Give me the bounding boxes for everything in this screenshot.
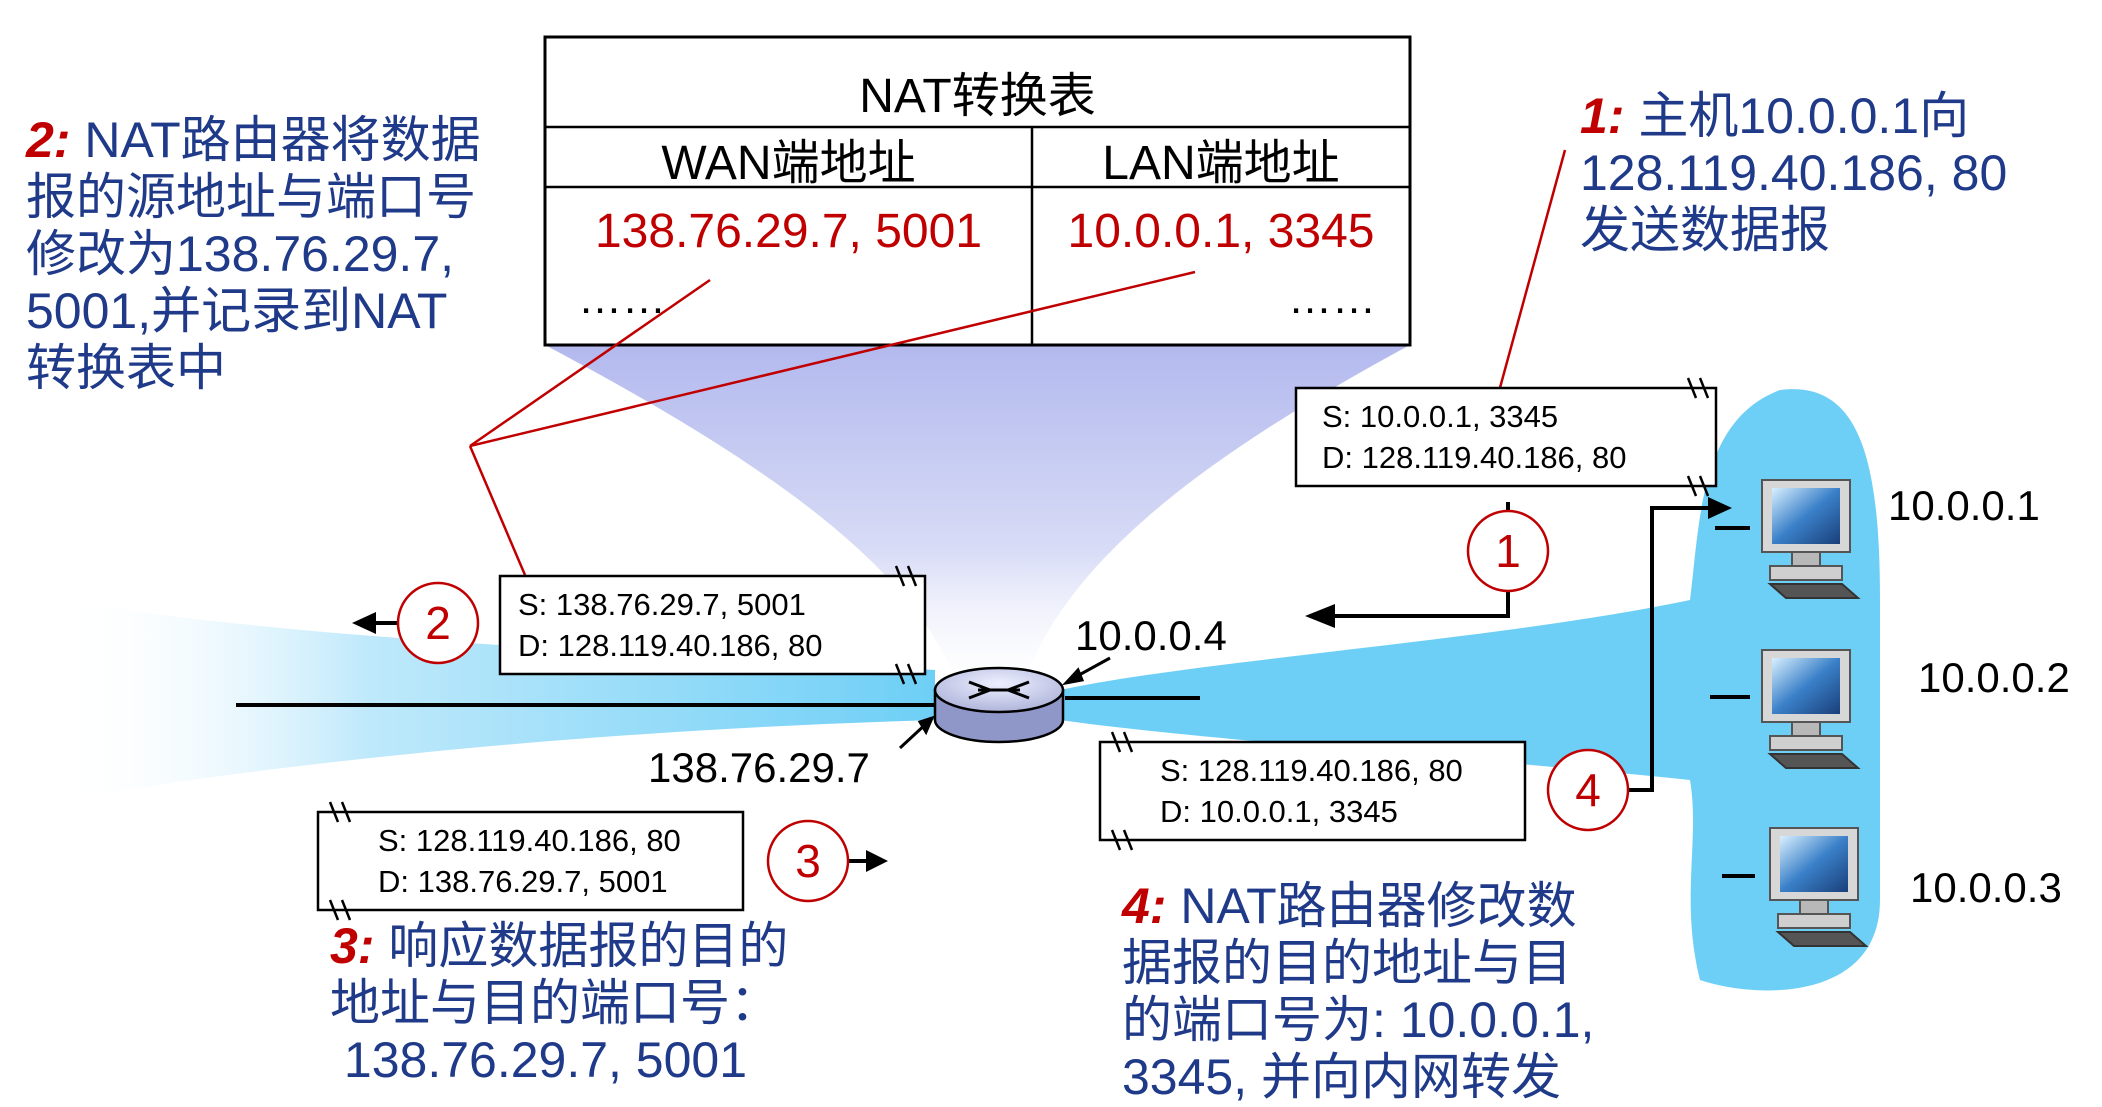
annotation-1-number: 1: bbox=[1580, 88, 1625, 144]
packet-box-1 bbox=[1294, 377, 1718, 497]
annotation-2-leaders bbox=[468, 270, 1196, 576]
annotation-4-line-3: 的端口号为: 10.0.0.1, bbox=[1122, 992, 1595, 1048]
router-icon bbox=[933, 666, 1065, 744]
annotation-4-line-1: NAT路由器修改数 bbox=[1180, 878, 1577, 934]
annotation-3-line-2: 地址与目的端口号： bbox=[330, 975, 780, 1031]
annotation-2-line-2: 报的源地址与端口号 bbox=[26, 169, 476, 225]
host-2-address: 10.0.0.2 bbox=[1918, 654, 2070, 701]
nat-table-wan-entry: 138.76.29.7, 5001 bbox=[594, 205, 983, 258]
packet-box-3 bbox=[316, 801, 745, 921]
packet-1-text: S: 10.0.0.1, 3345 D: 128.119.40.186, 80 bbox=[1322, 396, 1627, 478]
annotation-1: 1: 主机10.0.0.1向 128.119.40.186, 80 发送数据报 bbox=[1580, 88, 2007, 259]
host-3-address: 10.0.0.3 bbox=[1910, 864, 2062, 911]
packet-2-destination: D: 128.119.40.186, 80 bbox=[518, 628, 823, 663]
packet-4-destination: D: 10.0.0.1, 3345 bbox=[1160, 794, 1398, 829]
flow-arrow-2 bbox=[352, 612, 398, 634]
annotation-3-line-1: 响应数据报的目的 bbox=[388, 918, 789, 974]
flow-arrow-4 bbox=[1628, 497, 1732, 792]
nat-table-wan-more: …… bbox=[578, 274, 666, 323]
annotation-3: 3: 响应数据报的目的 地址与目的端口号： 138.76.29.7, 5001 bbox=[330, 918, 788, 1089]
annotation-2-line-3: 修改为138.76.29.7, bbox=[26, 226, 455, 282]
desktop-computer-icon bbox=[1761, 649, 1861, 769]
nat-table-lan-entry: 10.0.0.1, 3345 bbox=[1067, 205, 1375, 258]
packet-4-source: S: 128.119.40.186, 80 bbox=[1160, 753, 1463, 788]
wan-cloud bbox=[60, 600, 935, 800]
annotation-2-line-4: 5001,并记录到NAT bbox=[26, 283, 448, 339]
host-stubs bbox=[1710, 526, 1755, 878]
annotation-2-line-5: 转换表中 bbox=[26, 340, 226, 396]
annotation-4-number: 4: bbox=[1122, 878, 1167, 934]
step-2-label: 2 bbox=[425, 597, 451, 649]
step-1-label: 1 bbox=[1495, 525, 1521, 577]
packet-1-destination: D: 128.119.40.186, 80 bbox=[1322, 440, 1627, 475]
desktop-computer-icon bbox=[1761, 479, 1861, 599]
router-address-arrows bbox=[898, 656, 1111, 750]
step-3-label: 3 bbox=[795, 835, 821, 887]
packet-box-2 bbox=[498, 565, 927, 685]
step-4-label: 4 bbox=[1575, 764, 1601, 816]
flow-arrow-3 bbox=[848, 850, 888, 872]
packet-2-source: S: 138.76.29.7, 5001 bbox=[518, 587, 806, 622]
annotation-4-line-4: 3345, 并向内网转发 bbox=[1122, 1049, 1562, 1105]
packet-1-source: S: 10.0.0.1, 3345 bbox=[1322, 399, 1559, 434]
router-wan-address: 138.76.29.7 bbox=[648, 744, 870, 791]
annotation-3-number: 3: bbox=[330, 918, 375, 974]
annotation-2: 2: NAT路由器将数据 报的源地址与端口号 修改为138.76.29.7, 5… bbox=[26, 112, 481, 397]
host-1-address: 10.0.0.1 bbox=[1888, 482, 2040, 529]
nat-table-lan-header: LAN端地址 bbox=[1102, 137, 1340, 190]
nat-table-title: NAT转换表 bbox=[859, 70, 1096, 123]
packet-3-text: S: 128.119.40.186, 80 D: 138.76.29.7, 50… bbox=[378, 820, 681, 902]
annotation-2-number: 2: bbox=[26, 112, 71, 168]
annotation-3-line-3: 138.76.29.7, 5001 bbox=[330, 1032, 748, 1088]
annotation-1-leader bbox=[1496, 149, 1567, 396]
desktop-computer-icon bbox=[1769, 827, 1869, 947]
lan-cloud bbox=[1060, 389, 1880, 991]
annotation-1-line-2: 128.119.40.186, 80 bbox=[1580, 145, 2008, 201]
nat-table-beam bbox=[545, 345, 1410, 690]
packet-3-destination: D: 138.76.29.7, 5001 bbox=[378, 864, 668, 899]
packet-3-source: S: 128.119.40.186, 80 bbox=[378, 823, 681, 858]
router-lan-address: 10.0.0.4 bbox=[1075, 612, 1227, 659]
step-circles bbox=[396, 509, 1630, 903]
nat-table-wan-header: WAN端地址 bbox=[661, 137, 916, 190]
packet-box-4 bbox=[1098, 731, 1527, 851]
annotation-4: 4: NAT路由器修改数 据报的目的地址与目 的端口号为: 10.0.0.1, … bbox=[1122, 878, 1594, 1106]
annotation-1-line-3: 发送数据报 bbox=[1580, 202, 1830, 258]
packet-4-text: S: 128.119.40.186, 80 D: 10.0.0.1, 3345 bbox=[1160, 750, 1463, 832]
packet-2-text: S: 138.76.29.7, 5001 D: 128.119.40.186, … bbox=[518, 584, 823, 666]
annotation-4-line-2: 据报的目的地址与目 bbox=[1122, 935, 1572, 991]
annotation-2-line-1: NAT路由器将数据 bbox=[84, 112, 481, 168]
annotation-1-line-1: 主机10.0.0.1向 bbox=[1638, 88, 1970, 144]
nat-table-lan-more: …… bbox=[1288, 274, 1376, 323]
